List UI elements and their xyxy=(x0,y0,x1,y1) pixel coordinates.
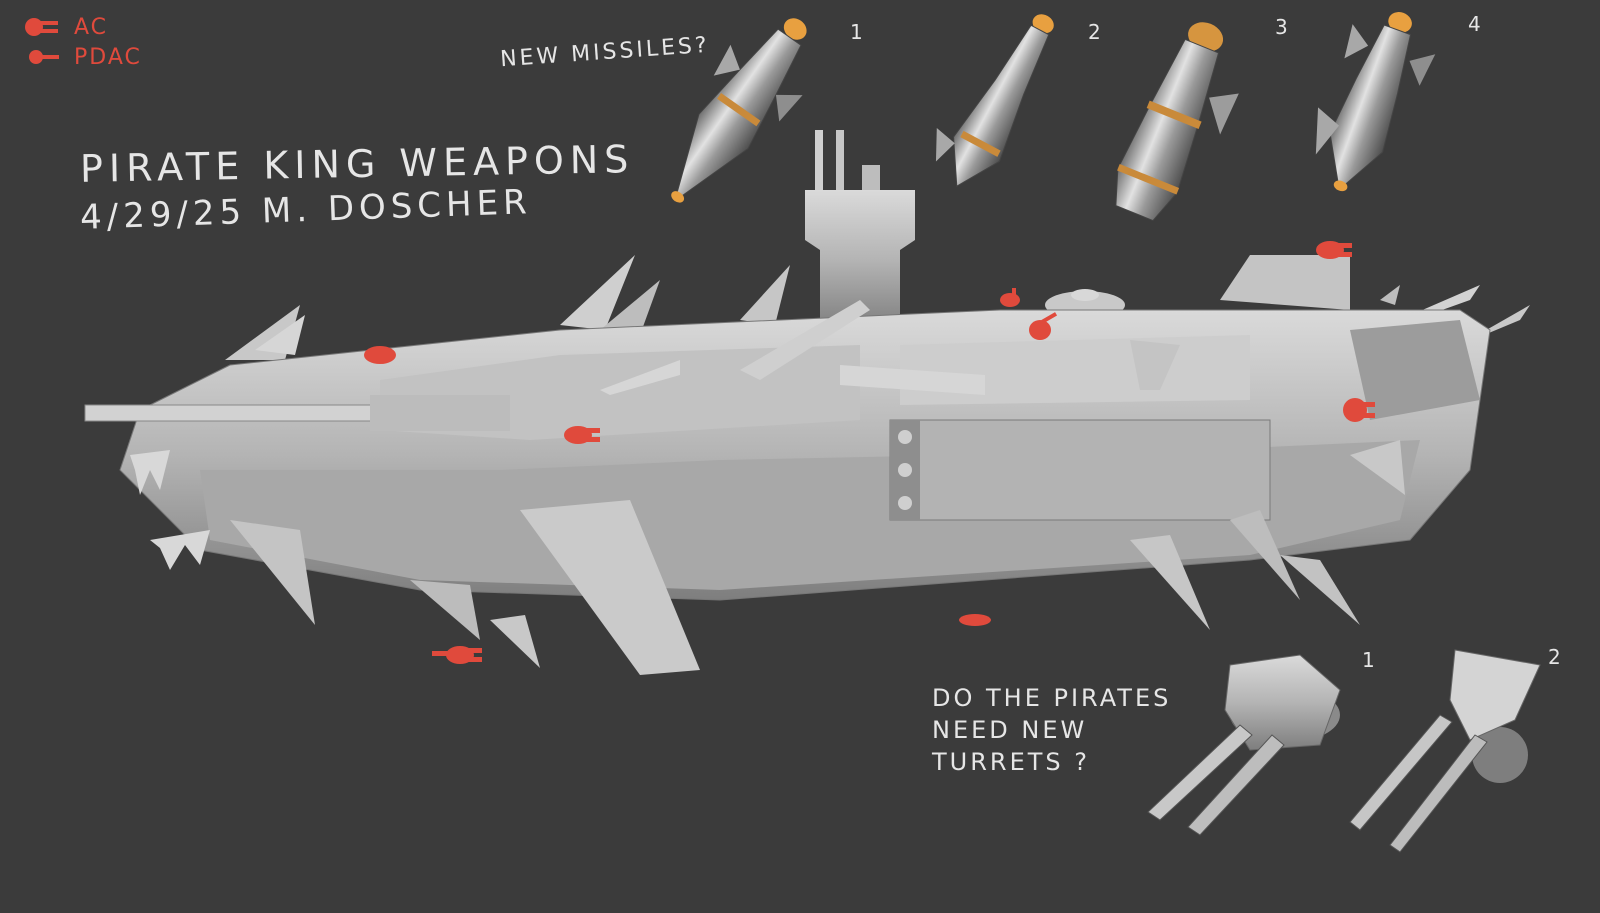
pdac-marker-icon xyxy=(364,346,396,364)
turret-1 xyxy=(1147,654,1341,836)
legend-label-pdac: PDAC xyxy=(74,44,142,70)
missile-2 xyxy=(935,14,1054,188)
missile-fin xyxy=(1409,54,1436,86)
hull-fin xyxy=(1130,535,1210,630)
missile-fin xyxy=(1344,24,1369,59)
turrets-note: DO THE PIRATES NEED NEW TURRETS ? xyxy=(932,682,1192,778)
missile-fin xyxy=(1209,93,1239,135)
tower-antenna xyxy=(836,130,844,190)
missile-band xyxy=(1117,164,1180,195)
missile-body xyxy=(1115,38,1220,222)
turret-barrel xyxy=(1349,714,1453,831)
ac-marker-icon xyxy=(564,426,600,444)
deck-rail xyxy=(840,365,985,395)
rear-block xyxy=(1220,255,1350,310)
turret-2 xyxy=(1349,649,1541,853)
main-gun-mount xyxy=(370,395,510,431)
missile-4 xyxy=(1315,12,1436,192)
turrets-note-line: NEED NEW xyxy=(932,716,1088,744)
hull-fin xyxy=(255,315,305,355)
hull-fin xyxy=(740,265,790,325)
missile-fin xyxy=(775,94,803,122)
missile-band xyxy=(960,130,1001,157)
hull-fin xyxy=(600,280,660,335)
missile-3 xyxy=(1115,22,1239,222)
pdac-marker-icon xyxy=(959,614,991,626)
turret-number: 1 xyxy=(1362,648,1375,672)
hull-fin xyxy=(1350,440,1405,495)
missile-band xyxy=(1146,100,1202,129)
missile-number: 2 xyxy=(1088,20,1101,44)
missile-body xyxy=(953,24,1050,188)
missile-number: 4 xyxy=(1468,12,1481,36)
legend-row-ac: AC xyxy=(22,12,142,42)
turret-housing xyxy=(1224,654,1341,751)
ac-marker-icon xyxy=(1343,398,1375,422)
missile-fin xyxy=(935,128,955,162)
hull-fin xyxy=(560,255,635,330)
armor-bolt xyxy=(898,430,912,444)
turret-shield xyxy=(1449,649,1541,741)
missile-number: 3 xyxy=(1275,15,1288,39)
hull-teeth xyxy=(150,530,210,570)
deck-spike xyxy=(600,360,680,395)
missile-body xyxy=(673,28,802,203)
turrets-note-line: TURRETS ? xyxy=(932,748,1091,776)
turrets-note-line: DO THE PIRATES xyxy=(932,684,1172,712)
hull-fin xyxy=(1380,285,1400,305)
deck-spike xyxy=(740,300,870,380)
missile-fin xyxy=(1315,107,1340,155)
main-gun-barrel xyxy=(84,404,396,422)
ac-marker-icon xyxy=(25,18,58,36)
missile-number: 1 xyxy=(850,20,863,44)
hull-panel xyxy=(1350,320,1480,420)
pdac-marker-icon xyxy=(1000,288,1020,307)
ac-marker-icon xyxy=(432,646,482,664)
pdac-marker-icon xyxy=(1029,312,1058,340)
hull-fin xyxy=(410,580,480,640)
hull-fin xyxy=(490,615,540,668)
hull-fin xyxy=(230,520,315,625)
turret-barrel xyxy=(1389,734,1488,853)
armor-bolt xyxy=(898,496,912,510)
missile-flame xyxy=(783,18,807,40)
pdac-marker-icon xyxy=(29,50,59,64)
missile-tip xyxy=(1333,180,1348,192)
hull-fin xyxy=(520,500,700,675)
missile-1 xyxy=(671,18,807,203)
pirate-king-ship xyxy=(84,130,1530,675)
hull-dome-cap xyxy=(1071,289,1099,301)
turret-barrel xyxy=(1147,724,1253,821)
command-tower xyxy=(805,190,915,330)
missile-tip xyxy=(671,191,685,203)
turret-barrel xyxy=(1187,734,1285,836)
turret-number: 2 xyxy=(1548,645,1561,669)
tower-antenna xyxy=(815,130,823,190)
hull-panel xyxy=(900,335,1250,405)
missile-band xyxy=(717,93,761,127)
armor-box xyxy=(889,419,1271,521)
missile-fin xyxy=(713,44,740,76)
deck-rail xyxy=(1130,340,1180,390)
hull-teeth xyxy=(130,450,170,495)
missile-body xyxy=(1329,24,1412,191)
hull-fin xyxy=(1230,510,1300,600)
legend-row-pdac: PDAC xyxy=(22,42,142,72)
ac-marker-icon xyxy=(1316,241,1352,259)
legend-label-ac: AC xyxy=(74,14,109,40)
missile-flame xyxy=(1388,12,1412,33)
hull-fin xyxy=(1280,555,1360,625)
weapon-markers xyxy=(364,241,1375,664)
tower-block xyxy=(862,165,880,195)
weapon-legend: AC PDAC xyxy=(22,12,142,72)
armor-bolt xyxy=(898,463,912,477)
